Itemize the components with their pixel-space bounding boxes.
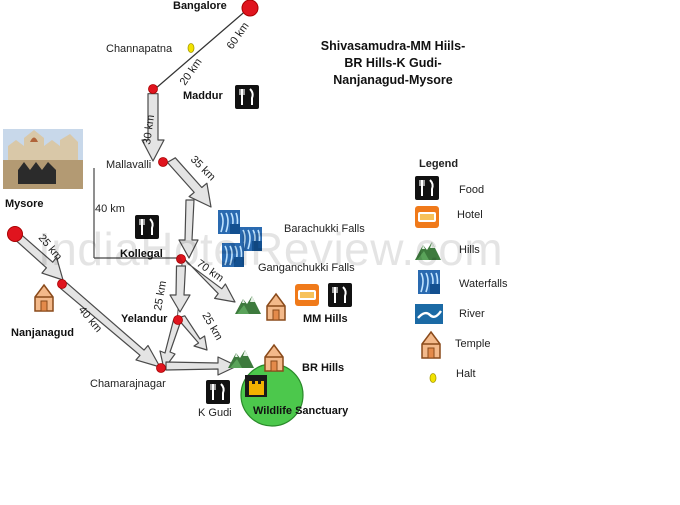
route-bangalore-maddur [154,7,250,90]
distance-mallavalli-kollegal: 40 km [95,203,125,215]
distance-channapatna-maddur: 20 km [178,56,205,87]
legend-river-icon [413,302,445,326]
yelandur-dot [173,315,183,325]
legend-food-label: Food [459,184,485,196]
arrow-mallavalli-falls [166,157,212,208]
legend-heading: Legend [419,158,459,170]
hotel-icon-mm-hills [295,284,319,306]
arrow-yelandur-br [176,315,208,351]
label-maddur: Maddur [183,90,223,102]
mallavalli-dot [158,157,168,167]
distance-kollegal-yelandur: 25 km [152,280,169,312]
label-mallavalli: Mallavalli [106,159,152,171]
label-chamarajnagar: Chamarajnagar [90,378,166,390]
temple-icon-nanjanagud [34,284,54,312]
label-mm-hills: MM Hills [303,313,348,325]
legend-temple-label: Temple [455,338,491,350]
legend-hills-label: Hills [459,244,480,256]
fort-icon-k-gudi [245,375,267,397]
label-bangalore: Bangalore [173,0,227,12]
map-title: Shivasamudra-MM Hiils-BR Hills-K Gudi-Na… [320,39,466,87]
chamarajnagar-dot [156,363,166,373]
legend-river-label: River [459,308,485,320]
food-icon-maddur [234,84,260,110]
legend-temple-icon [421,331,441,359]
mysore-palace-photo [3,129,83,189]
arrow-nanjanagud-chamarajnagar [59,282,161,368]
food-icon-k-gudi [205,379,231,405]
watermark: IndiaHotelReview.com [38,223,504,275]
nanjanagud-dot [57,279,67,289]
hills-icon-mm-hills [235,296,261,314]
bangalore-dot [241,0,259,17]
hills-icon-br-hills [228,350,254,368]
arrow-mysore-nanjanagud [12,230,64,281]
label-yelandur: Yelandur [121,313,168,325]
arrow-to-kollegal [178,199,199,259]
channapatna-halt-dot [187,43,195,53]
label-mysore: Mysore [5,198,44,210]
legend-hotel-label: Hotel [457,209,483,221]
legend-halt-icon [429,373,437,383]
food-icon-mm-hills [327,282,353,308]
label-wildlife-sanctuary: Wildlife Sanctuary [253,405,349,417]
temple-icon-br-hills [264,344,284,372]
maddur-dot [148,84,158,94]
label-barachukki-falls: Barachukki Falls [284,223,365,235]
label-ganganchukki-falls: Ganganchukki Falls [258,262,355,274]
arrow-maddur-mallavalli [141,93,165,162]
label-channapatna: Channapatna [106,43,173,55]
label-br-hills: BR Hills [302,362,345,374]
legend-waterfalls-label: Waterfalls [459,278,508,290]
label-kollegal: Kollegal [120,248,163,260]
arrow-chamarajnagar-br [165,356,238,376]
route-arrows [12,93,238,376]
mysore-dot [7,226,23,242]
arrow-to-yelandur [169,265,191,313]
arrow-kollegal-mm [182,257,236,303]
label-k-gudi: K Gudi [198,407,232,419]
temple-icon-mm-hills [266,293,286,321]
label-nanjanagud: Nanjanagud [11,327,74,339]
distance-maddur-mallavalli: 30 km [141,114,157,145]
legend-food-icon [414,175,440,201]
legend-halt-label: Halt [456,368,476,380]
